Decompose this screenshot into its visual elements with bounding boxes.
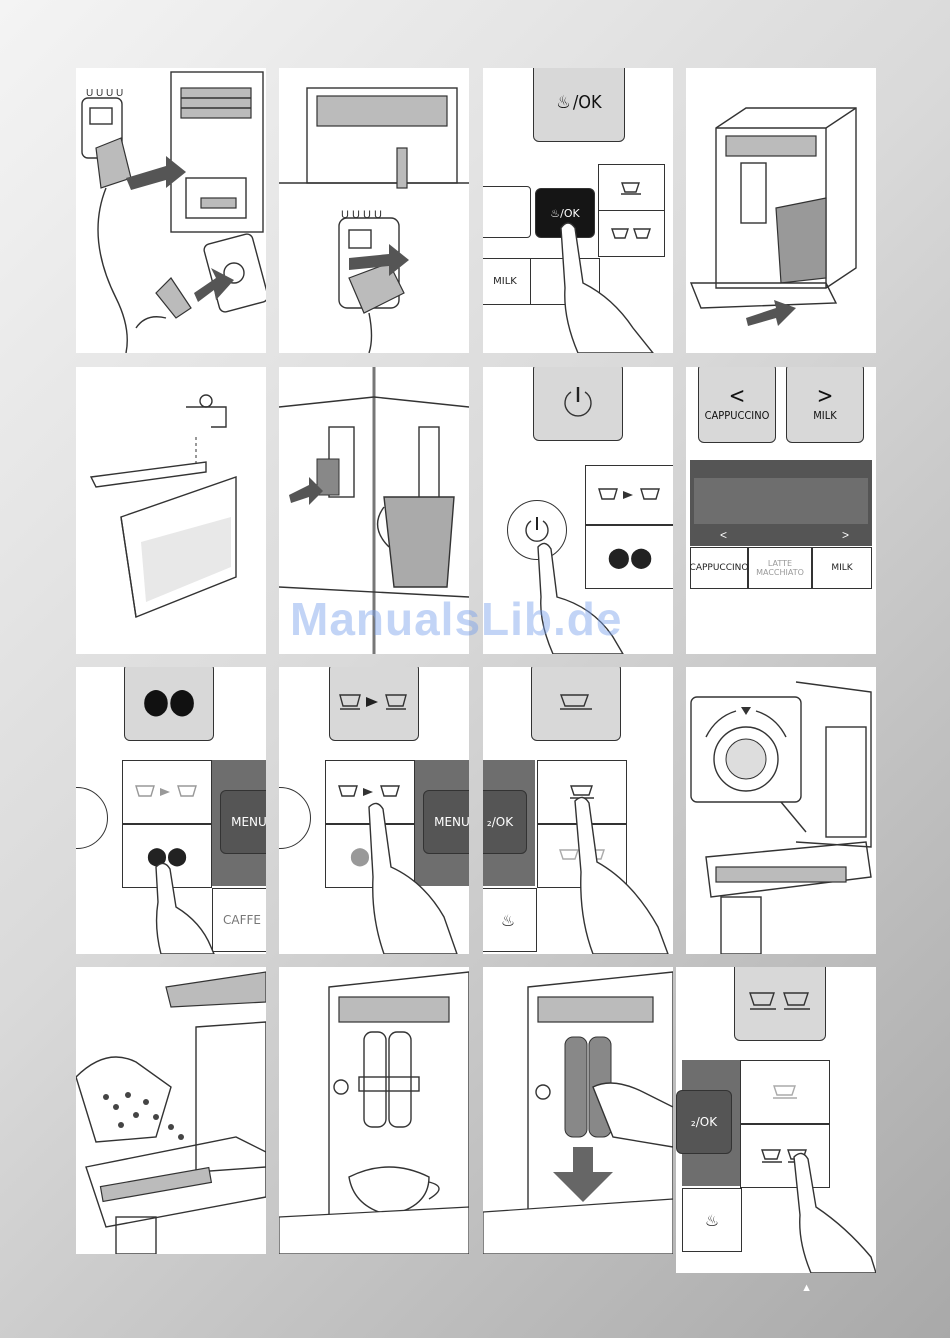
step-14-cup-under-spout-panel — [279, 967, 469, 1254]
step-2-power-switch-panel: U U U U — [279, 68, 469, 353]
finger-pressing-illustration — [279, 667, 469, 954]
finger-pressing-illustration — [76, 667, 266, 954]
cappuccino-label: CAPPUCCINO — [690, 563, 749, 573]
right-arrow: > — [817, 384, 834, 409]
power-switch-illustration: U U U U — [279, 68, 469, 353]
cup-under-spout-illustration — [279, 967, 469, 1254]
coffee-machine-illustration — [686, 68, 876, 353]
milk-label: MILK — [831, 563, 852, 573]
step-15-lower-spout-panel — [483, 967, 673, 1254]
finger-pressing-illustration — [676, 967, 876, 1273]
grinder-adjustment-illustration — [686, 667, 876, 954]
step-1-plug-cable-panel: U U U U — [76, 68, 266, 353]
milk-label: MILK — [813, 409, 836, 422]
step-5-fill-tank-panel — [76, 367, 266, 654]
cappuccino-label: CAPPUCCINO — [705, 409, 770, 422]
milk-key-large: > MILK — [786, 367, 864, 443]
step-10-cup-to-cup-panel: ⬤⬤ MENU/ — [279, 667, 469, 954]
plug-cable-illustration: U U U U — [76, 68, 266, 353]
milk-button[interactable]: MILK — [812, 547, 872, 589]
watermark: ManualsLib.de — [290, 592, 622, 646]
left-arrow: < — [729, 384, 746, 409]
lower-spout-illustration — [483, 967, 673, 1254]
cappuccino-button[interactable]: CAPPUCCINO — [690, 547, 748, 589]
finger-pressing-illustration — [483, 68, 673, 353]
display-right-arrow: > — [842, 528, 849, 542]
page-marker: ▲ — [801, 1282, 812, 1294]
step-16-double-cup-panel: ₂/OK ♨ — [676, 967, 876, 1273]
step-12-grinder-knob-panel — [686, 667, 876, 954]
finger-pressing-illustration — [483, 667, 673, 954]
lcd-display: < > — [690, 460, 872, 546]
fill-water-tank-illustration — [76, 367, 266, 654]
display-left-arrow: < — [720, 528, 727, 542]
step-3-ok-key-panel: ♨ /OK ♨ /OK MILK — [483, 68, 673, 353]
step-13-pour-beans-panel — [76, 967, 266, 1254]
pour-coffee-beans-illustration — [76, 967, 266, 1254]
step-4-machine-tank-panel — [686, 68, 876, 353]
svg-text:U U U U: U U U U — [86, 88, 123, 99]
latte-macchiato-label: LATTE MACCHIATO — [756, 559, 804, 577]
step-9-bean-key-panel: ⬤⬤ ⬤⬤ MENU/ CAFFE — [76, 667, 266, 954]
step-11-single-cup-panel: ₂/OK ♨ — [483, 667, 673, 954]
svg-text:U U U U: U U U U — [341, 209, 382, 221]
cappuccino-key-large: < CAPPUCCINO — [698, 367, 776, 443]
step-8-display-panel: < CAPPUCCINO > MILK < > CAPPUCCINO LATTE… — [686, 367, 876, 654]
latte-macchiato-button[interactable]: LATTE MACCHIATO — [748, 547, 812, 589]
